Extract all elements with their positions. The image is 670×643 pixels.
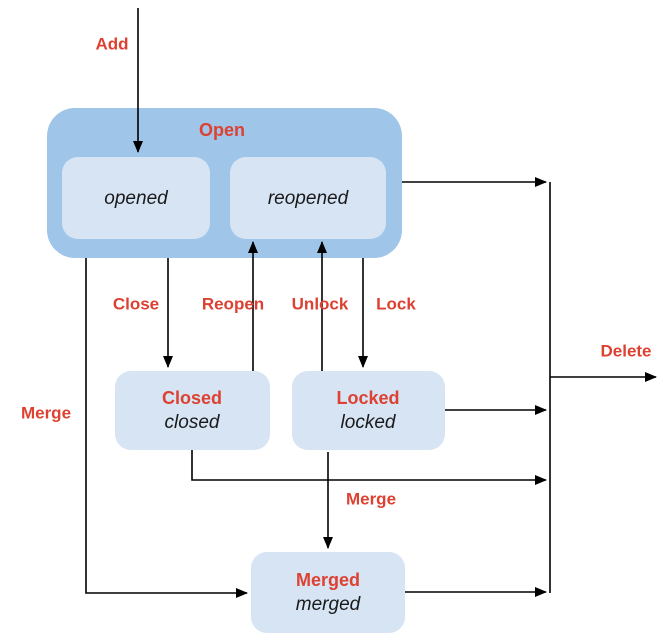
locked-state-sublabel: locked — [341, 412, 397, 433]
merged-state-sublabel: merged — [296, 594, 362, 615]
closed-state-sublabel: closed — [165, 412, 221, 433]
locked-state-node — [292, 371, 445, 450]
merged-state-node — [251, 552, 405, 633]
closed-state-node — [115, 371, 270, 450]
add-transition-label: Add — [95, 34, 128, 53]
delete-transition-label: Delete — [600, 341, 651, 360]
reopened-state-label: reopened — [268, 188, 350, 209]
closed-to-delete-arrow — [191, 450, 547, 485]
merge-left-transition-label: Merge — [21, 403, 71, 422]
opened-state-node — [62, 157, 210, 239]
reopened-state-node — [230, 157, 386, 239]
merge-left-transition-arrow — [85, 258, 248, 598]
merged-state-title: Merged — [296, 570, 360, 590]
unlock-transition-label: Unlock — [292, 294, 349, 313]
closed-state-title: Closed — [162, 388, 222, 408]
lock-transition-label: Lock — [376, 294, 416, 313]
reopen-transition-label: Reopen — [202, 294, 264, 313]
merge-mid-transition-label: Merge — [346, 489, 396, 508]
close-transition-label: Close — [113, 294, 159, 313]
open-group-title: Open — [199, 120, 245, 140]
opened-state-label: opened — [104, 188, 169, 209]
locked-state-title: Locked — [336, 388, 399, 408]
